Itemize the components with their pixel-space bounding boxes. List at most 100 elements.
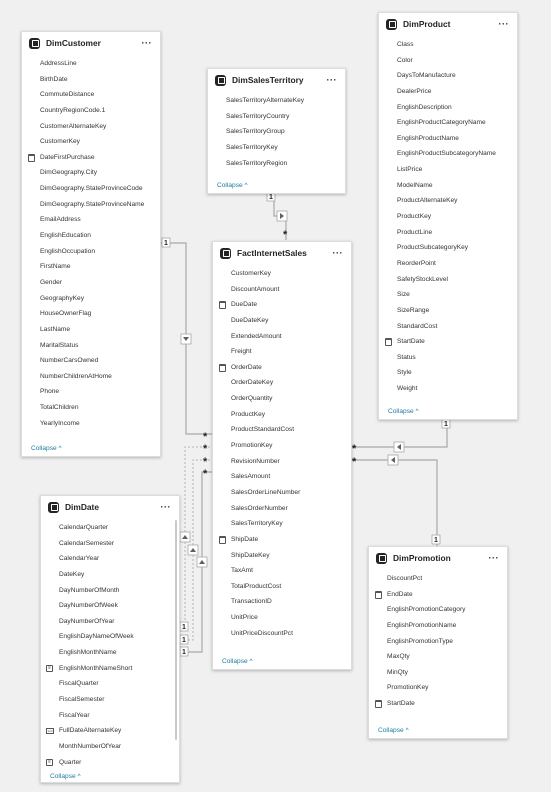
field-item[interactable]: OrderDateKey <box>213 375 351 391</box>
table-header[interactable]: DimSalesTerritory ··· <box>208 69 345 91</box>
field-item[interactable]: EnglishDescription <box>379 100 517 116</box>
field-item[interactable]: RevisionNumber <box>213 454 351 470</box>
field-item[interactable]: NumberCarsOwned <box>22 353 160 369</box>
collapse-button[interactable]: Collapse ^ <box>378 727 409 734</box>
field-item[interactable]: Style <box>379 365 517 381</box>
field-item[interactable]: StandardCost <box>379 319 517 335</box>
collapse-button[interactable]: Collapse ^ <box>388 408 419 415</box>
field-item[interactable]: MonthNumberOfYear <box>41 739 179 755</box>
field-item[interactable]: ProductStandardCost <box>213 422 351 438</box>
collapse-button[interactable]: Collapse ^ <box>222 658 253 665</box>
more-options-button[interactable]: ··· <box>498 19 509 29</box>
table-header[interactable]: DimPromotion ··· <box>369 547 507 569</box>
field-item[interactable]: Weight <box>379 381 517 397</box>
field-item[interactable]: CommuteDistance <box>22 87 160 103</box>
field-item[interactable]: ≡Quarter <box>41 755 179 771</box>
field-item[interactable]: ListPrice <box>379 162 517 178</box>
field-item[interactable]: Freight <box>213 344 351 360</box>
table-header[interactable]: FactInternetSales ··· <box>213 242 351 264</box>
more-options-button[interactable]: ··· <box>332 248 343 258</box>
field-item[interactable]: ProductKey <box>213 407 351 423</box>
field-item[interactable]: DimGeography.StateProvinceCode <box>22 181 160 197</box>
field-item[interactable]: UnitPrice <box>213 610 351 626</box>
field-item[interactable]: DiscountAmount <box>213 282 351 298</box>
field-item[interactable]: DateKey <box>41 567 179 583</box>
field-item[interactable]: DimGeography.City <box>22 165 160 181</box>
field-item[interactable]: CalendarYear <box>41 551 179 567</box>
field-item[interactable]: PromotionKey <box>213 438 351 454</box>
field-item[interactable]: LastName <box>22 322 160 338</box>
field-item[interactable]: SalesTerritoryKey <box>213 516 351 532</box>
table-header[interactable]: DimDate ··· <box>41 496 179 518</box>
field-item[interactable]: MaxQty <box>369 649 507 665</box>
field-item[interactable]: NumberChildrenAtHome <box>22 369 160 385</box>
field-item[interactable]: UnitPriceDiscountPct <box>213 626 351 642</box>
field-item[interactable]: CalendarSemester <box>41 536 179 552</box>
field-item[interactable]: CustomerKey <box>213 266 351 282</box>
field-item[interactable]: SalesTerritoryRegion <box>208 156 345 172</box>
field-item[interactable]: ProductLine <box>379 225 517 241</box>
field-item[interactable]: EnglishPromotionName <box>369 618 507 634</box>
field-item[interactable]: OrderDate <box>213 360 351 376</box>
field-item[interactable]: PromotionKey <box>369 680 507 696</box>
field-item[interactable]: Status <box>379 350 517 366</box>
field-item[interactable]: CountryRegionCode.1 <box>22 103 160 119</box>
field-item[interactable]: FiscalYear <box>41 708 179 724</box>
field-item[interactable]: BirthDate <box>22 72 160 88</box>
field-item[interactable]: TransactionID <box>213 594 351 610</box>
field-item[interactable]: ProductKey <box>379 209 517 225</box>
field-item[interactable]: ProductSubcategoryKey <box>379 240 517 256</box>
table-header[interactable]: DimCustomer ··· <box>22 32 160 54</box>
field-item[interactable]: SalesTerritoryGroup <box>208 124 345 140</box>
field-item[interactable]: YearlyIncome <box>22 416 160 432</box>
field-item[interactable]: SalesTerritoryKey <box>208 140 345 156</box>
field-item[interactable]: ProductAlternateKey <box>379 193 517 209</box>
field-item[interactable]: CustomerKey <box>22 134 160 150</box>
field-item[interactable]: StartDate <box>379 334 517 350</box>
field-item[interactable]: EnglishDayNameOfWeek <box>41 629 179 645</box>
field-item[interactable]: SalesTerritoryAlternateKey <box>208 93 345 109</box>
field-item[interactable]: EndDate <box>369 587 507 603</box>
field-item[interactable]: OrderQuantity <box>213 391 351 407</box>
more-options-button[interactable]: ··· <box>160 502 171 512</box>
field-item[interactable]: TotalProductCost <box>213 579 351 595</box>
field-item[interactable]: SalesTerritoryCountry <box>208 109 345 125</box>
field-item[interactable]: DaysToManufacture <box>379 68 517 84</box>
field-item[interactable]: DiscountPct <box>369 571 507 587</box>
table-header[interactable]: DimProduct ··· <box>379 13 517 35</box>
field-item[interactable]: TotalChildren <box>22 400 160 416</box>
field-item[interactable]: Phone <box>22 384 160 400</box>
field-item[interactable]: EmailAddress <box>22 212 160 228</box>
more-options-button[interactable]: ··· <box>488 553 499 563</box>
field-item[interactable]: Color <box>379 53 517 69</box>
field-item[interactable]: EnglishEducation <box>22 228 160 244</box>
field-item[interactable]: DayNumberOfWeek <box>41 598 179 614</box>
field-item[interactable]: EnglishProductSubcategoryName <box>379 146 517 162</box>
collapse-button[interactable]: Collapse ^ <box>31 445 62 452</box>
field-item[interactable]: FiscalQuarter <box>41 676 179 692</box>
field-item[interactable]: DueDateKey <box>213 313 351 329</box>
field-item[interactable]: SizeRange <box>379 303 517 319</box>
field-item[interactable]: AddressLine <box>22 56 160 72</box>
field-item[interactable]: TaxAmt <box>213 563 351 579</box>
more-options-button[interactable]: ··· <box>326 75 337 85</box>
field-item[interactable]: SalesOrderNumber <box>213 501 351 517</box>
field-item[interactable]: Size <box>379 287 517 303</box>
field-item[interactable]: DateFirstPurchase <box>22 150 160 166</box>
field-item[interactable]: HouseOwnerFlag <box>22 306 160 322</box>
collapse-button[interactable]: Collapse ^ <box>217 182 248 189</box>
field-item[interactable]: DayNumberOfYear <box>41 614 179 630</box>
field-item[interactable]: FiscalSemester <box>41 692 179 708</box>
field-item[interactable]: CalendarQuarter <box>41 520 179 536</box>
field-item[interactable]: Gender <box>22 275 160 291</box>
field-item[interactable]: CustomerAlternateKey <box>22 119 160 135</box>
field-item[interactable]: MinQty <box>369 665 507 681</box>
collapse-button[interactable]: Collapse ^ <box>50 773 85 780</box>
field-item[interactable]: FirstName <box>22 259 160 275</box>
